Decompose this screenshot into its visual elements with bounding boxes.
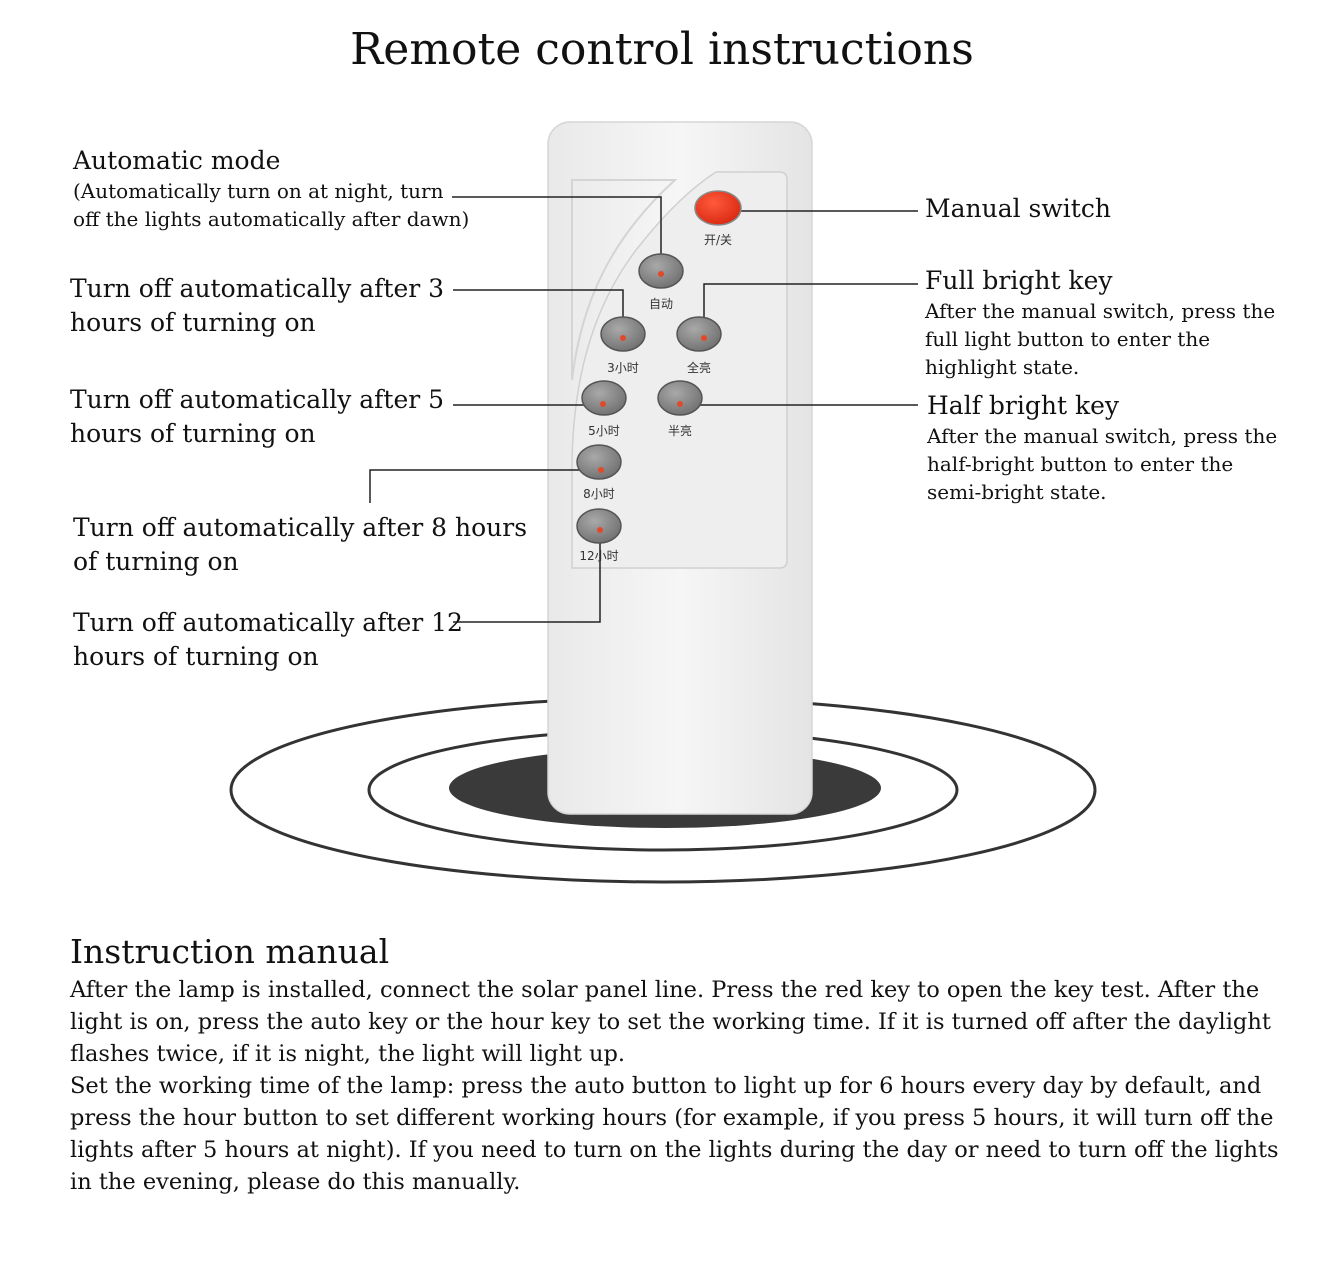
half-bright-button-label: 半亮 xyxy=(668,423,692,438)
hour12-button[interactable] xyxy=(576,508,622,544)
power-button[interactable] xyxy=(694,190,742,226)
full-bright-line-3: highlight state. xyxy=(925,355,1080,379)
auto-button-label: 自动 xyxy=(649,297,673,311)
hour3-line-1: Turn off automatically after 3 xyxy=(70,274,445,303)
manual-paragraph-1: After the lamp is installed, connect the… xyxy=(70,977,1271,1067)
leader-h8 xyxy=(369,469,601,503)
full-bright-line-1: After the manual switch, press the xyxy=(925,299,1276,323)
half-bright-line-2: half-bright button to enter the xyxy=(927,452,1234,476)
full-bright-button-label: 全亮 xyxy=(687,360,711,375)
leader-auto xyxy=(452,196,662,270)
manual-heading: Instruction manual xyxy=(70,932,390,971)
instruction-manual: Instruction manual After the lamp is ins… xyxy=(70,930,1290,1198)
hour8-button[interactable] xyxy=(576,444,622,480)
hour5-button[interactable] xyxy=(581,380,627,416)
hour3-callout: Turn off automatically after 3 hours of … xyxy=(70,272,444,340)
manual-paragraph-2: Set the working time of the lamp: press … xyxy=(70,1073,1279,1195)
hour8-line-1: Turn off automatically after 8 hours xyxy=(73,513,528,542)
auto-mode-desc-1: (Automatically turn on at night, turn xyxy=(73,179,444,203)
auto-button[interactable] xyxy=(638,253,684,289)
hour3-line-2: hours of turning on xyxy=(70,308,316,337)
page-title: Remote control instructions xyxy=(350,24,974,75)
remote-diagram: 开/关 自动 3小时 全亮 5小时 半亮 8小时 12小时 xyxy=(229,121,1097,884)
full-bright-button[interactable] xyxy=(676,316,722,352)
hour3-button-label: 3小时 xyxy=(607,361,639,375)
half-bright-line-3: semi-bright state. xyxy=(927,480,1107,504)
half-bright-button[interactable] xyxy=(657,380,703,416)
half-bright-title: Half bright key xyxy=(927,391,1120,420)
auto-mode-desc-2: off the lights automatically after dawn) xyxy=(73,207,470,231)
hour8-line-2: of turning on xyxy=(73,547,239,576)
auto-mode-title: Automatic mode xyxy=(73,146,281,175)
hour8-callout: Turn off automatically after 8 hours of … xyxy=(73,511,527,579)
leader-h12 xyxy=(453,530,601,623)
hour5-callout: Turn off automatically after 5 hours of … xyxy=(70,383,444,451)
full-bright-callout: Full bright key After the manual switch,… xyxy=(925,265,1275,381)
manual-switch-callout: Manual switch xyxy=(925,193,1111,225)
half-bright-callout: Half bright key After the manual switch,… xyxy=(927,390,1277,506)
auto-mode-callout: Automatic mode (Automatically turn on at… xyxy=(73,145,469,233)
manual-switch-title: Manual switch xyxy=(925,194,1111,223)
hour5-line-2: hours of turning on xyxy=(70,419,316,448)
hour8-button-label: 8小时 xyxy=(583,487,615,501)
hour12-line-1: Turn off automatically after 12 xyxy=(73,608,463,637)
full-bright-line-2: full light button to enter the xyxy=(925,327,1211,351)
power-button-label: 开/关 xyxy=(704,233,732,247)
hour12-callout: Turn off automatically after 12 hours of… xyxy=(73,606,463,674)
hour3-button[interactable] xyxy=(600,316,646,352)
hour12-line-2: hours of turning on xyxy=(73,642,319,671)
hour12-button-label: 12小时 xyxy=(579,549,618,563)
half-bright-line-1: After the manual switch, press the xyxy=(927,424,1278,448)
full-bright-title: Full bright key xyxy=(925,266,1113,295)
hour5-button-label: 5小时 xyxy=(588,424,620,438)
hour5-line-1: Turn off automatically after 5 xyxy=(70,385,445,414)
